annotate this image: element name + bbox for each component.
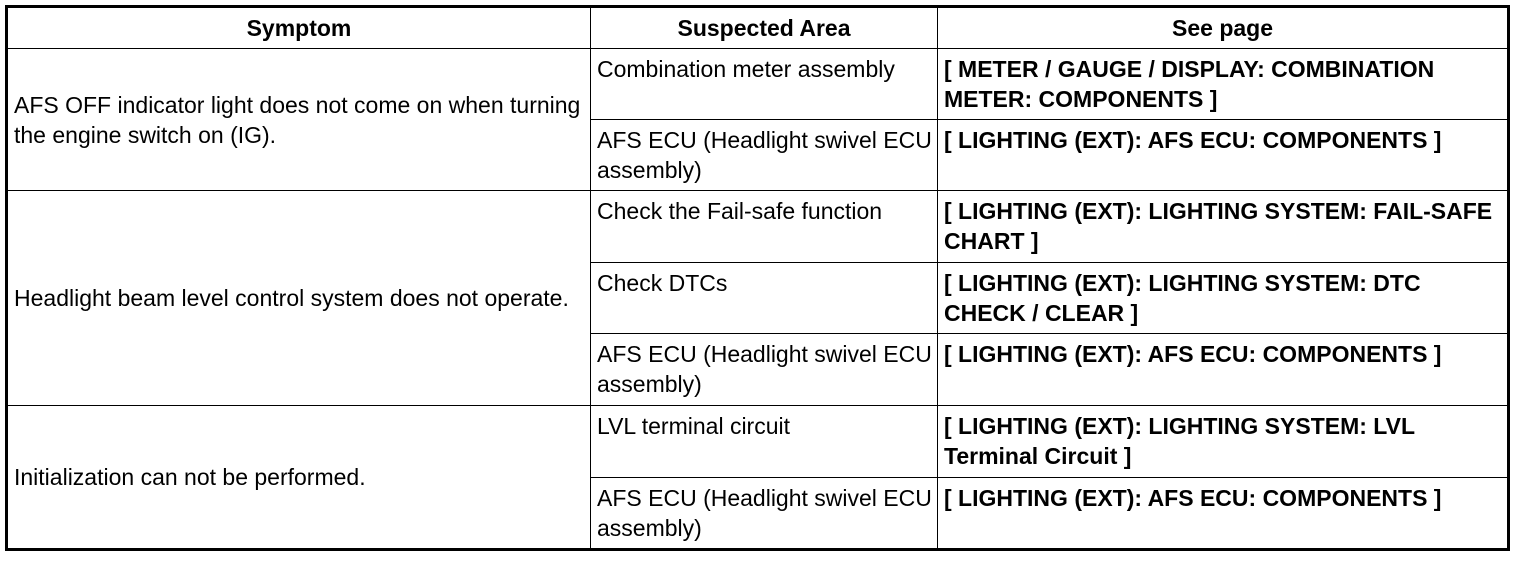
suspected-area-cell: AFS ECU (Headlight swivel ECU assembly) (590, 333, 938, 406)
symptom-cell: Headlight beam level control system does… (6, 190, 591, 406)
see-page-link[interactable]: [ LIGHTING (EXT): LIGHTING SYSTEM: FAIL-… (937, 190, 1509, 263)
suspected-area-cell: AFS ECU (Headlight swivel ECU assembly) (590, 119, 938, 191)
table-row: Initialization can not be performed. LVL… (6, 405, 1509, 550)
symptom-cell: Initialization can not be performed. (6, 405, 591, 550)
suspected-area-cell: LVL terminal circuit (590, 405, 938, 478)
problem-symptoms-table: Symptom Suspected Area See page AFS OFF … (5, 5, 1510, 551)
symptom-cell: AFS OFF indicator light does not come on… (6, 48, 591, 191)
header-row: Symptom Suspected Area See page (6, 6, 1509, 49)
suspected-area-cell: Check DTCs (590, 262, 938, 334)
see-page-link[interactable]: [ LIGHTING (EXT): AFS ECU: COMPONENTS ] (937, 477, 1509, 550)
see-page-link[interactable]: [ LIGHTING (EXT): AFS ECU: COMPONENTS ] (937, 333, 1509, 406)
see-page-link[interactable]: [ LIGHTING (EXT): LIGHTING SYSTEM: DTC C… (937, 262, 1509, 334)
see-page-link[interactable]: [ METER / GAUGE / DISPLAY: COMBINATION M… (937, 48, 1509, 120)
see-page-link[interactable]: [ LIGHTING (EXT): LIGHTING SYSTEM: LVL T… (937, 405, 1509, 478)
table-row: AFS ECU (Headlight swivel ECU assembly) … (7, 477, 1509, 550)
table-row: AFS ECU (Headlight swivel ECU assembly) … (7, 333, 1509, 406)
table-row: AFS OFF indicator light does not come on… (6, 48, 1509, 191)
suspected-area-cell: Check the Fail-safe function (590, 190, 938, 263)
suspected-area-cell: AFS ECU (Headlight swivel ECU assembly) (590, 477, 938, 550)
suspected-area-cell: Combination meter assembly (590, 48, 938, 120)
see-page-link[interactable]: [ LIGHTING (EXT): AFS ECU: COMPONENTS ] (937, 119, 1509, 191)
header-see-page: See page (937, 6, 1509, 49)
table-row: Headlight beam level control system does… (6, 190, 1509, 406)
header-suspected-area: Suspected Area (590, 6, 938, 49)
header-symptom: Symptom (6, 6, 591, 49)
table-row: Check DTCs [ LIGHTING (EXT): LIGHTING SY… (7, 262, 1509, 334)
